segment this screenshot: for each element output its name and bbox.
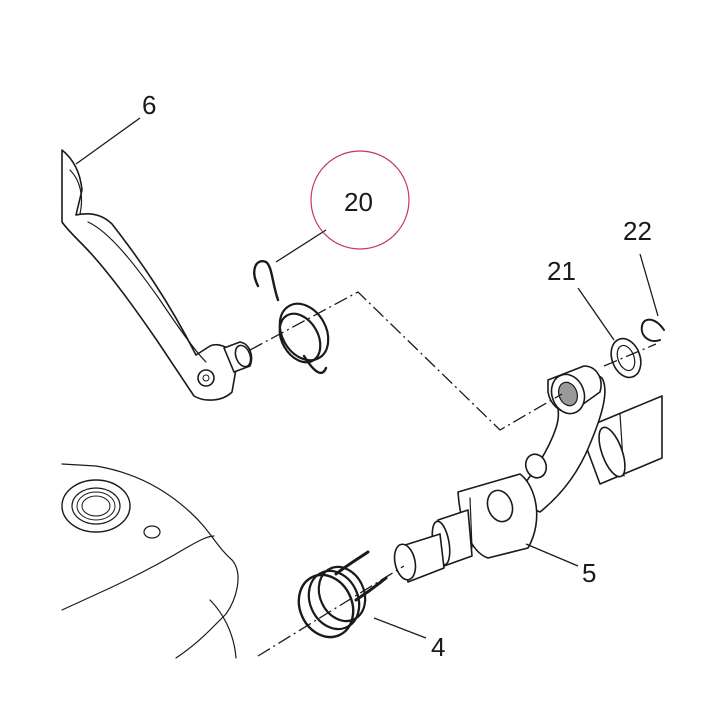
callout-6: 6	[142, 90, 156, 120]
return-spring-20[interactable]	[253, 260, 338, 375]
shift-pedal-arm[interactable]	[61, 149, 253, 401]
circlip-22[interactable]	[640, 318, 665, 342]
callout-5: 5	[582, 558, 596, 588]
shift-shaft-assembly-5[interactable]	[391, 365, 663, 583]
callout-22: 22	[623, 216, 652, 246]
callout-20: 20	[344, 187, 373, 217]
assembly-centerlines	[249, 291, 657, 657]
crankcase-housing	[61, 463, 239, 659]
washer-21[interactable]	[606, 334, 646, 381]
torsion-spring-4[interactable]	[289, 550, 388, 646]
highlight-circle-20	[310, 150, 410, 250]
callout-21: 21	[547, 256, 576, 286]
leader-lines	[75, 117, 659, 639]
callout-4: 4	[431, 632, 445, 662]
